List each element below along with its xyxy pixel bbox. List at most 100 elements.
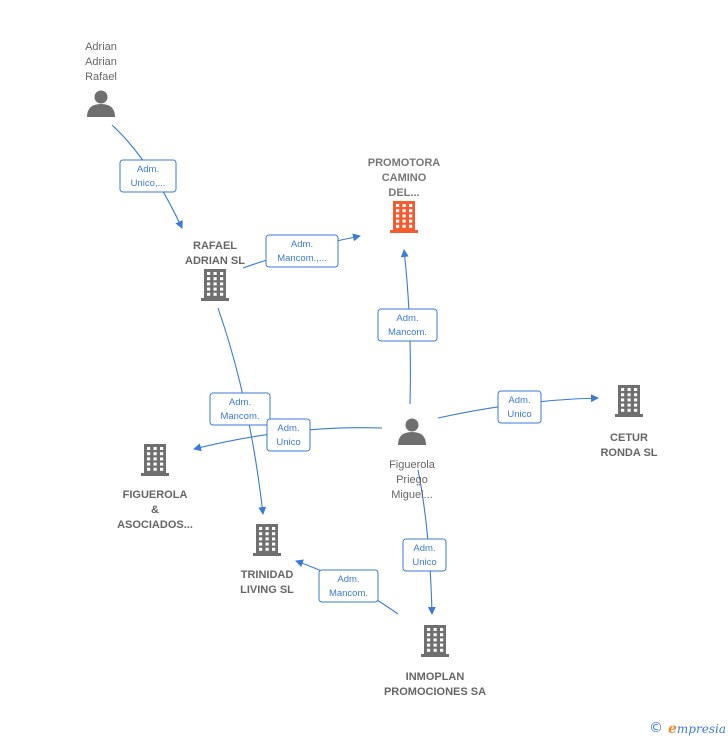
building-window xyxy=(220,277,224,281)
person-icon xyxy=(87,90,115,117)
edge-label-line: Mancom.,... xyxy=(277,253,327,264)
building-window xyxy=(427,643,431,647)
building-window xyxy=(433,643,437,647)
building-window xyxy=(634,398,638,402)
edge-label-line: Adm. xyxy=(396,313,418,324)
edge-label-box[interactable] xyxy=(265,234,339,268)
node-label-line: LIVING SL xyxy=(240,584,294,596)
brand-logo: empresia xyxy=(668,721,726,737)
building-window xyxy=(409,209,413,213)
building-window xyxy=(402,204,406,207)
building-window xyxy=(160,462,164,466)
building-window xyxy=(272,542,276,546)
brand-logo-mark: e xyxy=(668,721,677,737)
edge-inmoplan-to-trinidad: Adm. Mancom. xyxy=(295,559,399,615)
building-window xyxy=(440,628,444,631)
building-window xyxy=(153,467,157,471)
edge-label-box[interactable] xyxy=(266,418,311,452)
node-figuerola-person[interactable]: FiguerolaPriegoMiguel... xyxy=(389,418,436,502)
building-window xyxy=(160,447,164,450)
building-window xyxy=(396,224,400,228)
node-label-line: ASOCIADOS... xyxy=(117,519,193,531)
building-window xyxy=(433,628,437,631)
edge-label-line: Mancom. xyxy=(329,588,368,599)
edge-figuerola-person-to-promotora: Adm.Mancom. xyxy=(377,249,438,405)
building-window xyxy=(147,457,151,461)
building-base xyxy=(201,298,229,301)
building-window xyxy=(265,537,269,541)
building-window xyxy=(621,403,625,407)
building-window xyxy=(433,633,437,637)
building-icon xyxy=(201,269,229,301)
edge-label-line: Mancom. xyxy=(220,411,259,422)
building-window xyxy=(427,638,431,642)
node-label-line: Adrian xyxy=(85,56,117,68)
edges-layer: Adm.Unico,...Adm.Mancom.,...Adm.Mancom.A… xyxy=(111,124,599,615)
building-window xyxy=(621,388,625,391)
edge-label-box[interactable] xyxy=(402,538,447,572)
building-window xyxy=(409,214,413,218)
building-window xyxy=(440,643,444,647)
edge-label-line: Unico xyxy=(507,409,531,420)
edge-label-line: Unico,... xyxy=(131,178,166,189)
node-figuerola-asoc[interactable]: FIGUEROLA&ASOCIADOS... xyxy=(117,444,193,531)
building-window xyxy=(259,542,263,546)
copyright-icon: © xyxy=(649,720,663,736)
building-base xyxy=(390,230,418,233)
building-window xyxy=(433,638,437,642)
edge-label-box[interactable] xyxy=(497,390,542,424)
brand-logo-text: mpresia xyxy=(676,722,726,736)
building-window xyxy=(627,403,631,407)
node-label-line: Adrian xyxy=(85,41,117,53)
edge-label-box[interactable] xyxy=(209,392,271,426)
node-promotora[interactable]: PROMOTORACAMINODEL... xyxy=(368,157,441,233)
building-window xyxy=(396,209,400,213)
building-window xyxy=(207,277,211,281)
building-window xyxy=(621,408,625,412)
building-window xyxy=(259,537,263,541)
node-label-line: PROMOCIONES SA xyxy=(384,686,486,698)
building-window xyxy=(427,628,431,631)
edge-label-box[interactable] xyxy=(318,569,379,603)
building-window xyxy=(147,447,151,450)
building-base xyxy=(421,654,449,657)
building-window xyxy=(153,462,157,466)
edge-figuerola-person-to-figuerola-asoc: Adm. Unico xyxy=(193,418,383,452)
building-window xyxy=(272,537,276,541)
building-window xyxy=(259,532,263,536)
edge-adrian-to-rafael-sl: Adm.Unico,... xyxy=(111,124,183,229)
building-window xyxy=(402,219,406,223)
building-window xyxy=(220,282,224,286)
building-window xyxy=(402,214,406,218)
building-window xyxy=(207,292,211,296)
edge-label-line: Unico xyxy=(276,437,300,448)
edge-label-line: Adm. xyxy=(337,574,359,585)
building-icon xyxy=(141,444,169,476)
building-window xyxy=(409,224,413,228)
building-window xyxy=(153,447,157,450)
building-window xyxy=(213,292,217,296)
building-window xyxy=(147,467,151,471)
building-icon xyxy=(615,385,643,417)
node-label-line: Rafael xyxy=(85,71,117,83)
building-window xyxy=(213,282,217,286)
building-window xyxy=(220,287,224,291)
building-window xyxy=(402,209,406,213)
person-body xyxy=(398,432,426,445)
person-head xyxy=(405,418,419,432)
building-icon xyxy=(421,625,449,657)
building-window xyxy=(396,219,400,223)
building-window xyxy=(272,547,276,551)
edge-label-box[interactable] xyxy=(377,308,438,342)
node-label-line: FIGUEROLA xyxy=(123,489,188,501)
edge-label-line: Adm. xyxy=(277,423,299,434)
building-window xyxy=(265,532,269,536)
node-label-line: RONDA SL xyxy=(600,447,657,459)
edge-label-box[interactable] xyxy=(119,159,177,193)
